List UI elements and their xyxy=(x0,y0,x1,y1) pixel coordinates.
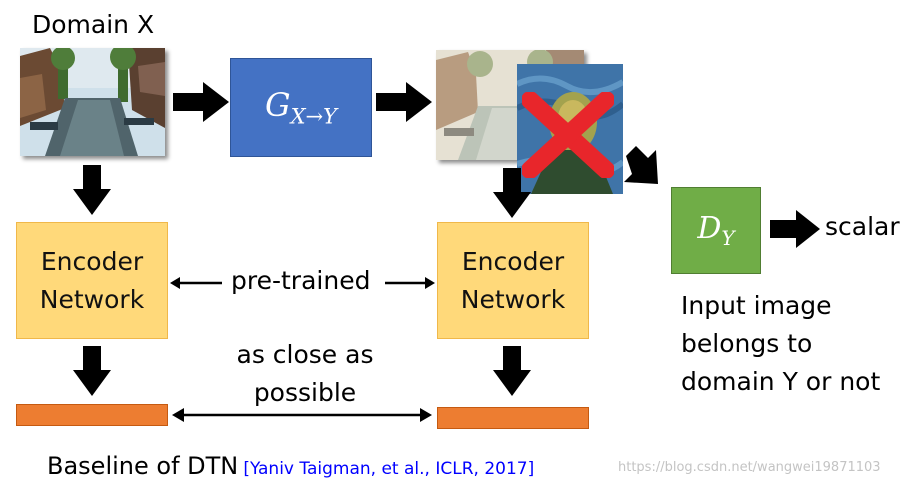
arrow-encoder-right-to-feature xyxy=(493,346,531,396)
arrow-discriminator-to-scalar xyxy=(770,210,820,248)
feature-distance-arrow xyxy=(172,408,432,422)
note-line-2: belongs to xyxy=(681,329,813,358)
encoder-left-line-2: Network xyxy=(39,284,145,314)
discriminator-box: DY xyxy=(671,187,761,274)
arrow-encoder-left-to-feature xyxy=(73,346,111,396)
encoder-network-left: Encoder Network xyxy=(16,222,168,339)
arrow-output-to-encoder-right xyxy=(493,168,531,218)
scalar-label: scalar xyxy=(825,212,900,241)
source-image-canal xyxy=(20,48,165,156)
arrow-photo-to-encoder-left xyxy=(73,165,111,215)
encoder-left-line-1: Encoder xyxy=(40,246,144,276)
pretrained-label: pre-trained xyxy=(231,266,371,295)
note-line-1: Input image xyxy=(681,291,832,320)
discriminator-label: DY xyxy=(697,211,735,250)
close-line-1: as close as xyxy=(236,340,374,369)
encoder-network-right: Encoder Network xyxy=(437,222,589,339)
generator-box: GX→Y xyxy=(230,58,372,157)
close-label: as close as possible xyxy=(230,336,380,412)
caption: Baseline of DTN [Yaniv Taigman, et al., … xyxy=(47,452,534,480)
arrow-generator-to-output xyxy=(376,82,432,122)
close-line-2: possible xyxy=(253,378,357,407)
caption-citation: [Yaniv Taigman, et al., ICLR, 2017] xyxy=(243,459,535,479)
note-line-3: domain Y or not xyxy=(681,367,881,396)
pretrained-arrow-right xyxy=(385,277,435,289)
encoder-right-line-2: Network xyxy=(460,284,566,314)
feature-bar-left xyxy=(16,404,168,426)
pretrained-arrow-left xyxy=(170,277,222,289)
reject-x-icon xyxy=(522,92,614,178)
feature-bar-right xyxy=(437,407,589,429)
discriminator-note: Input image belongs to domain Y or not xyxy=(681,287,880,401)
caption-main: Baseline of DTN xyxy=(47,452,239,480)
arrow-image-to-discriminator xyxy=(624,146,660,186)
domain-x-label: Domain X xyxy=(32,10,155,39)
generator-label: GX→Y xyxy=(265,86,337,129)
arrow-photo-to-generator xyxy=(173,82,229,122)
watermark: https://blog.csdn.net/wangwei19871103 xyxy=(618,460,881,475)
encoder-right-line-1: Encoder xyxy=(461,246,565,276)
